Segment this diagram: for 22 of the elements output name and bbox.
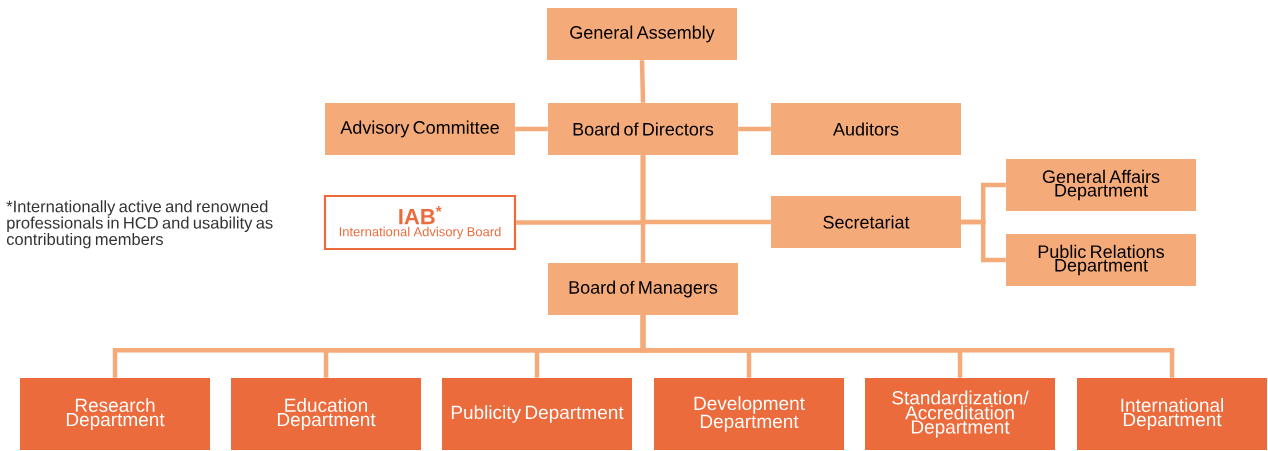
connector-line bbox=[738, 126, 771, 132]
department-box: Education Department bbox=[231, 378, 421, 450]
connector-line bbox=[640, 155, 771, 225]
org-box: Secretariat bbox=[771, 196, 961, 248]
org-box: General Affairs Department bbox=[1006, 159, 1196, 211]
department-box: Research Department bbox=[20, 378, 210, 450]
org-box: General Assembly bbox=[547, 8, 737, 60]
department-box: Standardization/ Accreditation Department bbox=[865, 378, 1055, 450]
advisory-board-box: IAB$^{*}$ International Advisory Board bbox=[323, 194, 517, 251]
org-box: Advisory Committee bbox=[325, 103, 515, 155]
department-box: International Department bbox=[1077, 378, 1267, 450]
org-box: Public Relations Department bbox=[1006, 234, 1196, 286]
connector-line bbox=[515, 126, 548, 132]
department-box: Publicity Department bbox=[442, 378, 632, 450]
connector-line bbox=[961, 219, 1006, 263]
connector-line bbox=[639, 60, 646, 103]
connector-line bbox=[640, 315, 1175, 378]
org-box: Board of Managers bbox=[548, 263, 738, 315]
footnote: *Internationally active and renowned professionals in HCD and usability as contributing members bbox=[6, 200, 273, 249]
department-box: Development Department bbox=[654, 378, 844, 450]
org-box: Board of Directors bbox=[548, 103, 738, 155]
org-box: Auditors bbox=[771, 103, 961, 155]
